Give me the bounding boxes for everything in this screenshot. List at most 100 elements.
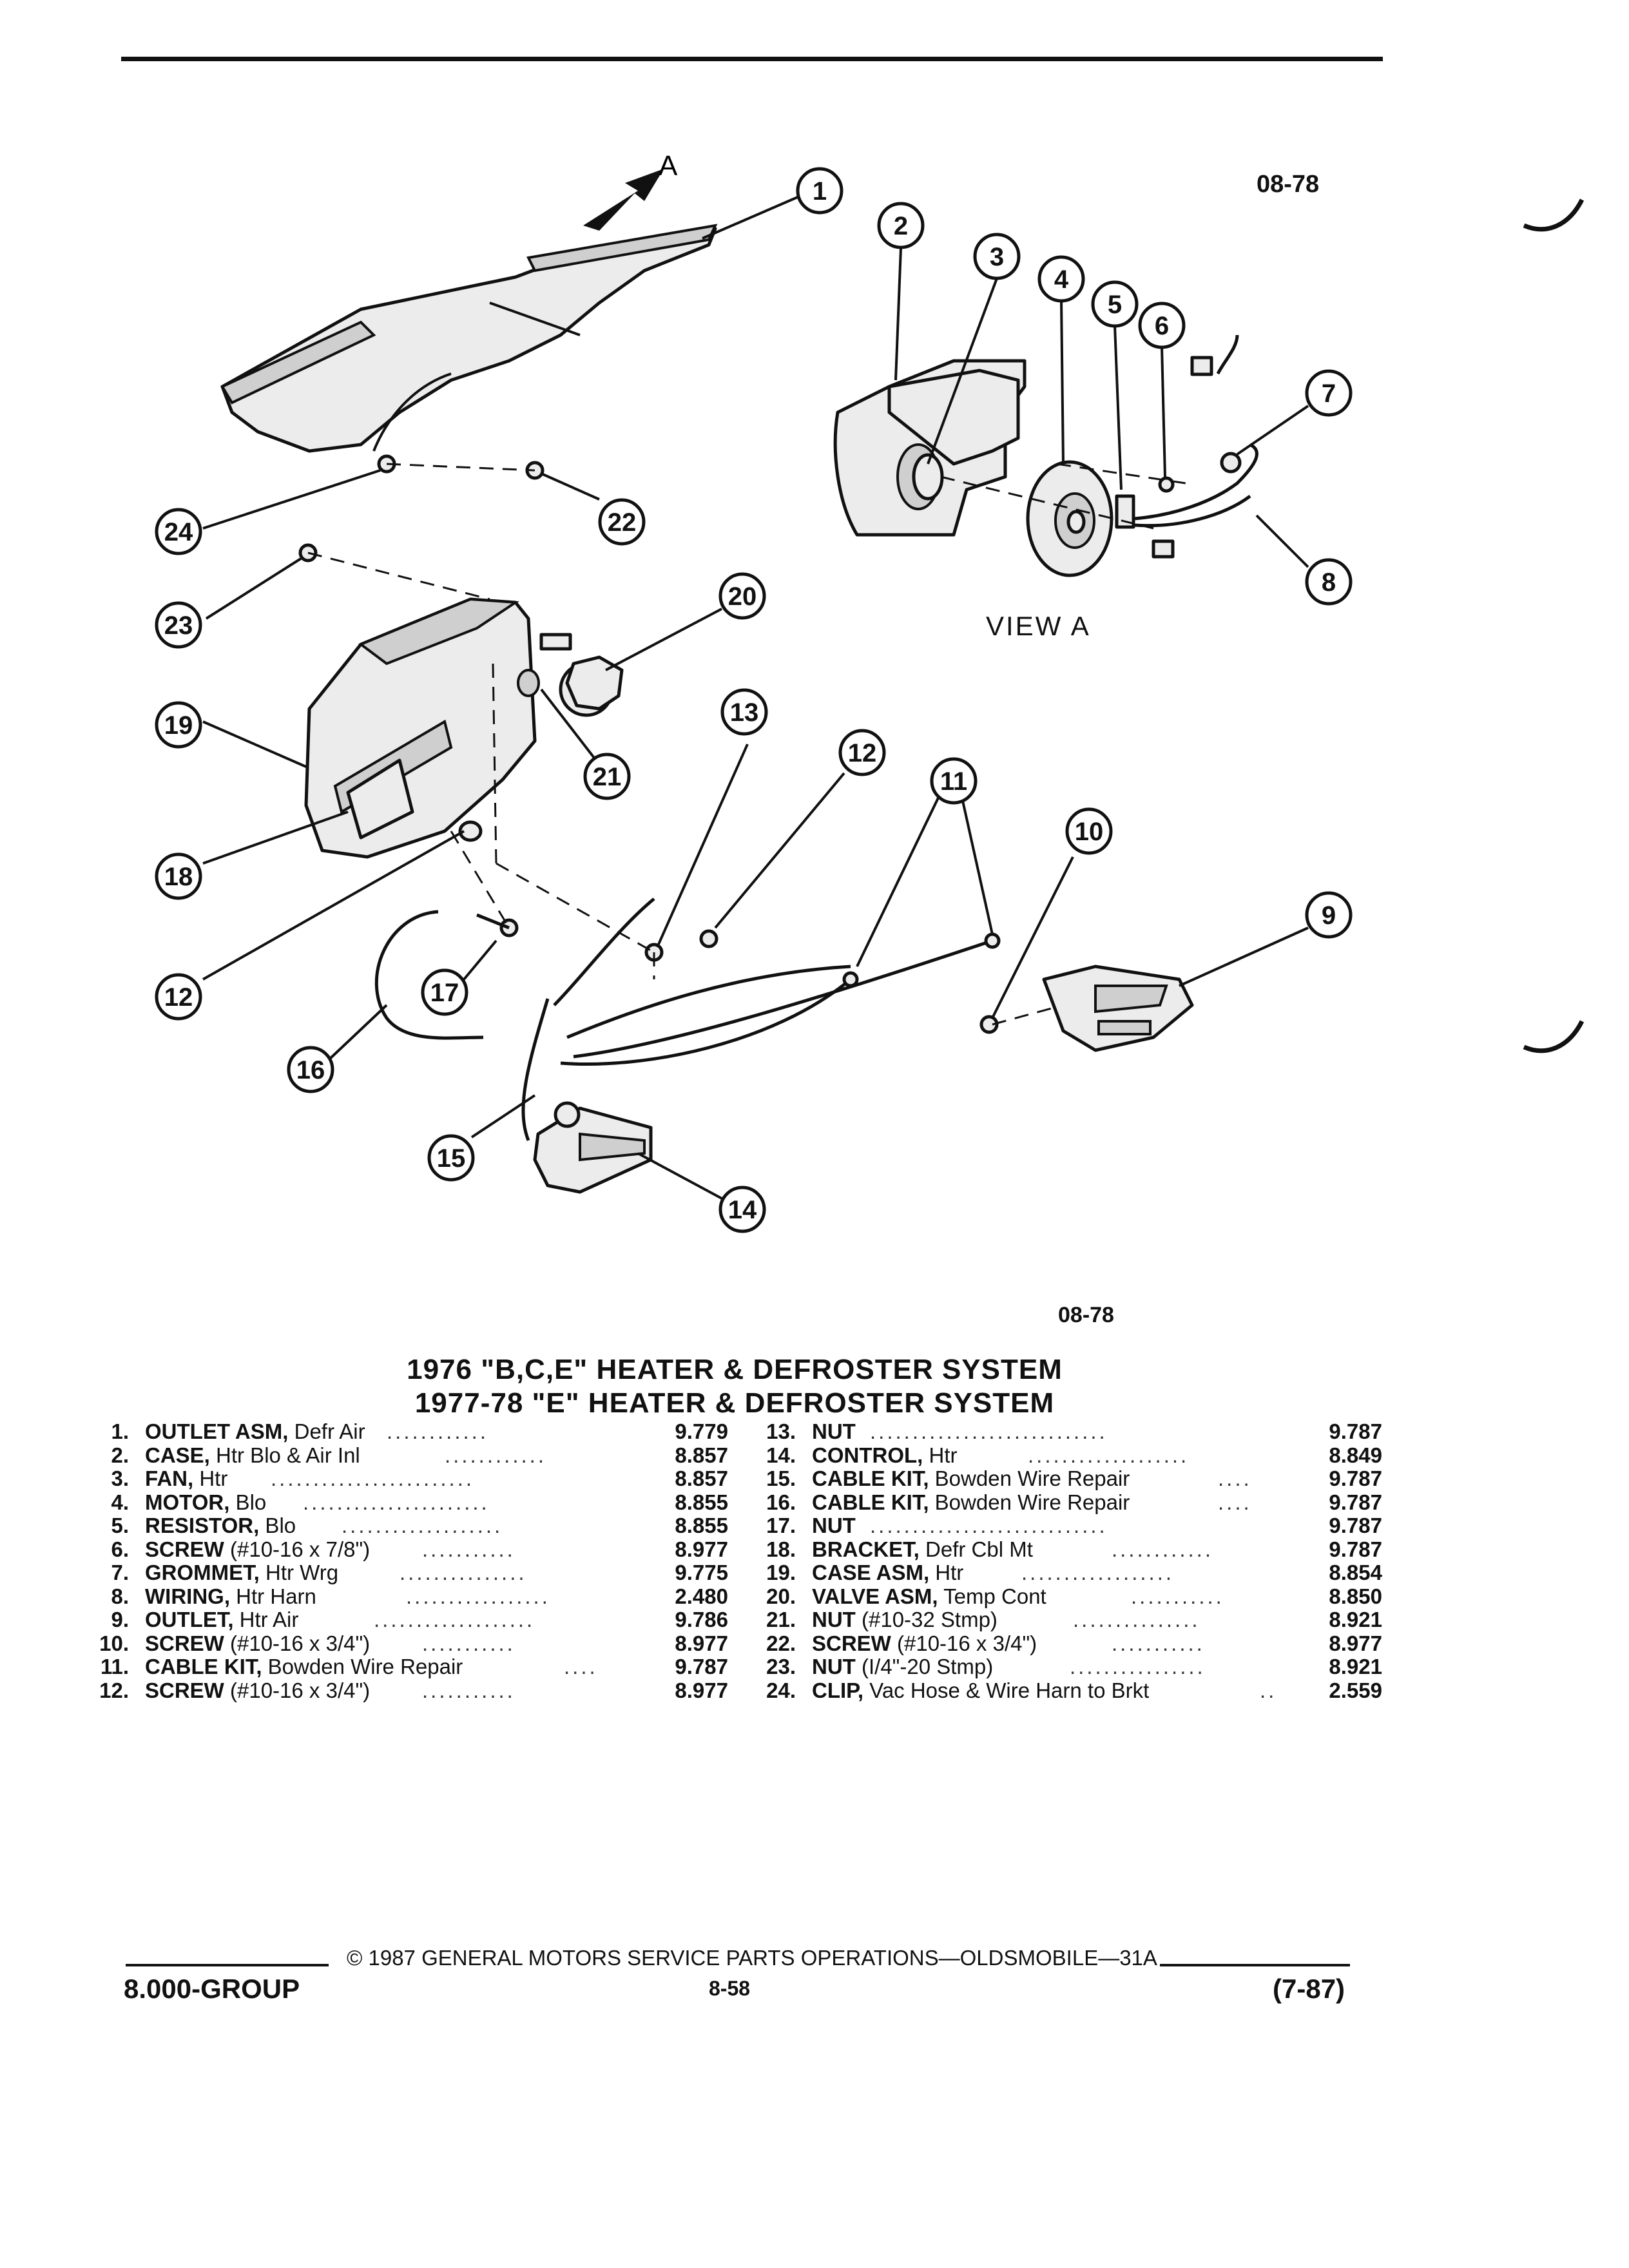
defroster-outlet-duct bbox=[220, 224, 718, 453]
ref-code-bottom: 08-78 bbox=[1058, 1303, 1114, 1327]
svg-text:8: 8 bbox=[1322, 568, 1336, 597]
svg-text:1: 1 bbox=[813, 177, 827, 206]
part-row: 8.WIRING, Htr Harn.................2.480 bbox=[111, 1584, 728, 1608]
part-row: 23.NUT (I/4"-20 Stmp)................8.9… bbox=[766, 1655, 1382, 1678]
part-row: 13.NUT............................9.787 bbox=[766, 1419, 1382, 1443]
part-row: 20.VALVE ASM, Temp Cont...........8.850 bbox=[766, 1584, 1382, 1608]
top-rule bbox=[121, 57, 1383, 61]
heater-control bbox=[533, 1101, 653, 1194]
footer-page-number: 8-58 bbox=[709, 1977, 751, 2000]
svg-text:10: 10 bbox=[1075, 818, 1104, 846]
callout-3: 3 bbox=[973, 233, 1021, 280]
part-row: 18.BRACKET, Defr Cbl Mt............9.787 bbox=[766, 1537, 1382, 1561]
part-row: 6.SCREW (#10-16 x 7/8")...........8.977 bbox=[111, 1537, 728, 1561]
svg-text:15: 15 bbox=[437, 1144, 466, 1173]
small-fasteners bbox=[298, 454, 1064, 1034]
exploded-parts-diagram: A bbox=[155, 150, 1585, 1233]
view-a-arrow-icon bbox=[583, 169, 664, 231]
part-row: 9.OUTLET, Htr Air...................9.78… bbox=[111, 1608, 728, 1631]
svg-text:24: 24 bbox=[164, 518, 193, 546]
svg-text:12: 12 bbox=[164, 983, 193, 1012]
svg-text:11: 11 bbox=[940, 767, 967, 796]
callout-12-lower: 12 bbox=[155, 973, 202, 1021]
part-row: 22.SCREW (#10-16 x 3/4")...........8.977 bbox=[766, 1631, 1382, 1655]
svg-text:12: 12 bbox=[848, 739, 877, 767]
part-row: 16.CABLE KIT, Bowden Wire Repair....9.78… bbox=[766, 1490, 1382, 1514]
callout-24: 24 bbox=[155, 508, 202, 555]
part-row: 2.CASE, Htr Blo & Air Inl............8.8… bbox=[111, 1443, 728, 1467]
part-row: 11.CABLE KIT, Bowden Wire Repair....9.78… bbox=[100, 1655, 728, 1678]
svg-text:3: 3 bbox=[990, 243, 1004, 271]
svg-text:17: 17 bbox=[430, 979, 459, 1007]
callout-15: 15 bbox=[427, 1134, 475, 1182]
svg-text:16: 16 bbox=[296, 1056, 325, 1084]
svg-text:4: 4 bbox=[1054, 265, 1069, 294]
part-row: 17.NUT............................9.787 bbox=[766, 1514, 1382, 1537]
svg-text:22: 22 bbox=[608, 508, 637, 537]
svg-text:9: 9 bbox=[1322, 901, 1336, 930]
part-row: 7.GROMMET, Htr Wrg...............9.775 bbox=[111, 1561, 728, 1584]
part-row: 24.CLIP, Vac Hose & Wire Harn to Brkt..2… bbox=[766, 1678, 1382, 1702]
footer-group: 8.000-GROUP bbox=[124, 1974, 300, 2004]
heater-air-outlet bbox=[1042, 965, 1194, 1052]
view-a-label: VIEW A bbox=[986, 611, 1091, 641]
part-row: 3.FAN, Htr........................8.857 bbox=[111, 1466, 728, 1490]
parts-list-left: 1.OUTLET ASM, Defr Air............9.779 … bbox=[84, 1419, 728, 1702]
blower-assembly bbox=[833, 334, 1258, 577]
footer-copyright: © 1987 GENERAL MOTORS SERVICE PARTS OPER… bbox=[347, 1946, 1157, 1970]
part-row: 15.CABLE KIT, Bowden Wire Repair....9.78… bbox=[766, 1466, 1382, 1490]
svg-text:7: 7 bbox=[1322, 380, 1336, 408]
callout-9: 9 bbox=[1305, 891, 1353, 939]
arrow-label: A bbox=[659, 150, 678, 182]
callout-14: 14 bbox=[718, 1186, 766, 1233]
callout-6: 6 bbox=[1138, 302, 1186, 349]
svg-text:18: 18 bbox=[164, 863, 193, 891]
svg-text:14: 14 bbox=[728, 1196, 757, 1224]
callout-8: 8 bbox=[1305, 558, 1353, 606]
footer-date: (7-87) bbox=[1273, 1974, 1345, 2004]
part-row: 12.SCREW (#10-16 x 3/4")...........8.977 bbox=[99, 1678, 728, 1702]
bowden-cables bbox=[374, 898, 1001, 1141]
margin-marks bbox=[1523, 198, 1585, 1053]
title-line-1: 1976 "B,C,E" HEATER & DEFROSTER SYSTEM bbox=[407, 1354, 1063, 1385]
callout-17: 17 bbox=[421, 968, 468, 1016]
callout-4: 4 bbox=[1037, 255, 1085, 303]
footer-rule-right bbox=[1160, 1964, 1350, 1966]
part-row: 1.OUTLET ASM, Defr Air............9.779 bbox=[111, 1419, 728, 1443]
part-row: 19.CASE ASM, Htr..................8.854 bbox=[766, 1561, 1382, 1584]
callout-10: 10 bbox=[1065, 807, 1113, 855]
callout-23: 23 bbox=[155, 601, 202, 649]
callout-5: 5 bbox=[1091, 280, 1139, 328]
ref-code-top: 08-78 bbox=[1257, 171, 1320, 198]
callout-18: 18 bbox=[155, 852, 202, 900]
callout-11: 11 bbox=[930, 757, 978, 805]
callout-1: 1 bbox=[796, 167, 843, 215]
parts-list-right: 13.NUT............................9.787 … bbox=[751, 1419, 1382, 1702]
footer-rule-left bbox=[126, 1964, 329, 1966]
svg-text:23: 23 bbox=[164, 611, 193, 640]
leader-lines bbox=[202, 195, 1309, 1200]
heater-case bbox=[304, 597, 614, 859]
callout-7: 7 bbox=[1305, 369, 1353, 417]
svg-text:21: 21 bbox=[593, 763, 622, 791]
part-row: 10.SCREW (#10-16 x 3/4")...........8.977 bbox=[99, 1631, 728, 1655]
svg-text:5: 5 bbox=[1108, 291, 1122, 319]
svg-text:19: 19 bbox=[164, 711, 193, 740]
part-row: 4.MOTOR, Blo......................8.855 bbox=[111, 1490, 728, 1514]
svg-text:13: 13 bbox=[730, 698, 759, 727]
callout-12-upper: 12 bbox=[838, 729, 886, 776]
part-row: 5.RESISTOR, Blo...................8.855 bbox=[111, 1514, 728, 1537]
section-titles: 1976 "B,C,E" HEATER & DEFROSTER SYSTEM 1… bbox=[0, 1353, 1469, 1420]
callout-22: 22 bbox=[598, 498, 646, 546]
callout-16: 16 bbox=[287, 1046, 334, 1093]
svg-text:2: 2 bbox=[894, 212, 908, 240]
part-row: 14.CONTROL, Htr...................8.849 bbox=[766, 1443, 1382, 1467]
svg-text:20: 20 bbox=[728, 582, 757, 611]
part-row: 21.NUT (#10-32 Stmp)...............8.921 bbox=[766, 1608, 1382, 1631]
callout-2: 2 bbox=[877, 202, 925, 249]
title-line-2: 1977-78 "E" HEATER & DEFROSTER SYSTEM bbox=[414, 1387, 1055, 1419]
callout-21: 21 bbox=[583, 753, 631, 800]
callout-20: 20 bbox=[718, 572, 766, 620]
callout-13: 13 bbox=[720, 688, 768, 736]
svg-text:6: 6 bbox=[1155, 312, 1169, 340]
